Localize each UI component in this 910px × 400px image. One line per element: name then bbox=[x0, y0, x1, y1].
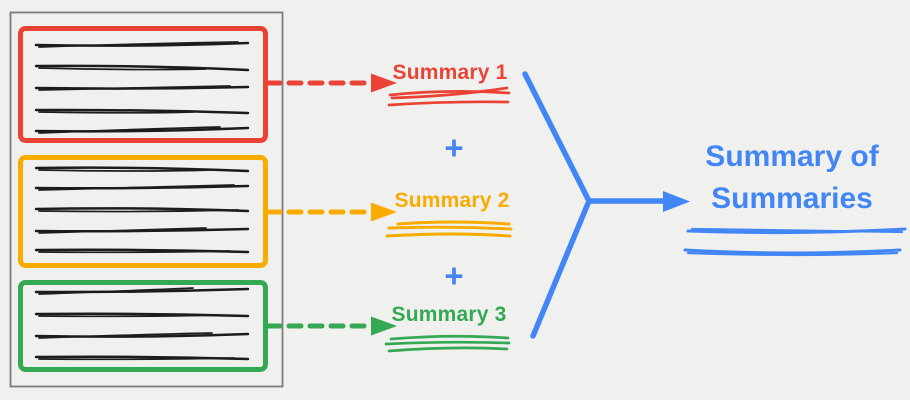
arrowhead-red bbox=[371, 73, 397, 93]
summary-2-scribble bbox=[385, 220, 513, 238]
dashed-arrow-orange bbox=[265, 202, 397, 222]
plus-operator-1: + bbox=[444, 129, 464, 166]
result-label-line2: Summaries bbox=[711, 182, 873, 215]
summary-3-label: Summary 3 bbox=[391, 303, 507, 326]
document-text-scribbles bbox=[34, 41, 250, 361]
section-1-red-box bbox=[18, 26, 268, 143]
dashed-arrow-red bbox=[265, 73, 397, 93]
merge-fork-lines bbox=[522, 71, 592, 339]
arrowhead-green bbox=[371, 316, 397, 336]
section-2-orange-box bbox=[18, 155, 268, 268]
arrowhead-blue bbox=[663, 191, 690, 212]
document-page-outline bbox=[9, 11, 284, 388]
dashed-arrow-green bbox=[265, 316, 397, 336]
summary-1-scribble bbox=[387, 86, 511, 107]
result-underline-scribble bbox=[683, 227, 907, 257]
arrowhead-orange bbox=[371, 202, 397, 222]
summary-of-summaries-label: Summary of Summaries bbox=[705, 136, 878, 220]
summary-1-label: Summary 1 bbox=[392, 61, 508, 84]
summary-3-scribble bbox=[384, 334, 511, 353]
result-label-line1: Summary of bbox=[705, 140, 879, 173]
summary-2-label: Summary 2 bbox=[394, 189, 510, 212]
plus-operator-2: + bbox=[444, 257, 464, 294]
merge-lines-arrow bbox=[522, 71, 690, 339]
